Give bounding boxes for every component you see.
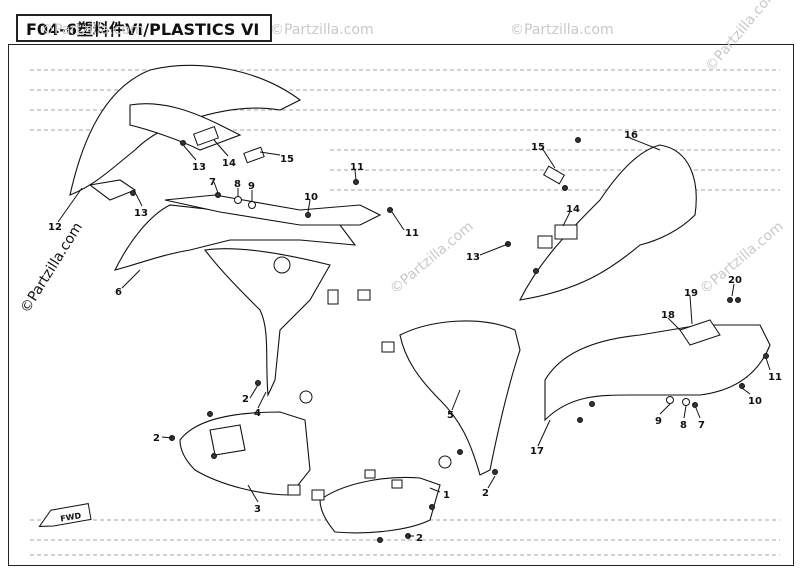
watermark: ©Partzilla.com [40,22,144,38]
callout-11: 11 [350,162,364,173]
part-4-inner-panel [204,248,331,398]
callout-6: 6 [115,287,122,298]
part-1-lower-guard [319,476,441,534]
callout-19: 19 [684,288,698,299]
callout-labels: 12 13 13 14 15 7 8 9 10 11 11 6 2 4 2 3 … [48,130,782,544]
callout-8: 8 [234,179,241,190]
part-6-side-panel [113,194,382,271]
callout-2: 2 [242,394,249,405]
callout-12: 12 [48,222,62,233]
callout-14: 14 [222,158,236,169]
part-16-tail-panel [519,144,697,301]
callout-10: 10 [748,396,762,407]
callout-14: 14 [566,204,580,215]
callout-5: 5 [447,410,454,421]
guide-lines [30,69,780,556]
callout-1: 1 [443,490,450,501]
callout-11: 11 [405,228,419,239]
callout-2: 2 [416,533,423,544]
callout-13: 13 [134,208,148,219]
leader-lines [57,137,771,537]
callout-15: 15 [280,154,294,165]
callout-16: 16 [624,130,638,141]
part-17-rear-lower [544,324,771,422]
callout-3: 3 [254,504,261,515]
part-3-lower-cover [179,411,311,496]
callout-17: 17 [530,446,544,457]
callout-20: 20 [728,275,742,286]
callout-13: 13 [192,162,206,173]
clip-parts [192,125,578,501]
callout-13: 13 [466,252,480,263]
callout-9: 9 [655,416,662,427]
fwd-arrow: FWD [38,503,92,527]
diagram-title: F04-6塑料件VI/PLASTICS VI [16,14,272,42]
fwd-label: FWD [60,511,83,524]
diagram-frame [8,44,794,566]
diagram-title-text: F04-6塑料件VI/PLASTICS VI [26,20,260,39]
callout-7: 7 [209,177,216,188]
watermark: ©Partzilla.com [270,22,374,38]
callout-2: 2 [482,488,489,499]
part-5-fairing [399,320,521,476]
callout-10: 10 [304,192,318,203]
callout-8: 8 [680,420,687,431]
callout-9: 9 [248,181,255,192]
callout-7: 7 [698,420,705,431]
callout-11: 11 [768,372,782,383]
part-12-cowl [69,64,302,201]
callout-4: 4 [254,408,261,419]
callout-2: 2 [153,433,160,444]
callout-18: 18 [661,310,675,321]
watermark: ©Partzilla.com [510,22,614,38]
part-19-bracket [679,319,721,346]
callout-15: 15 [531,142,545,153]
fasteners [130,137,769,543]
